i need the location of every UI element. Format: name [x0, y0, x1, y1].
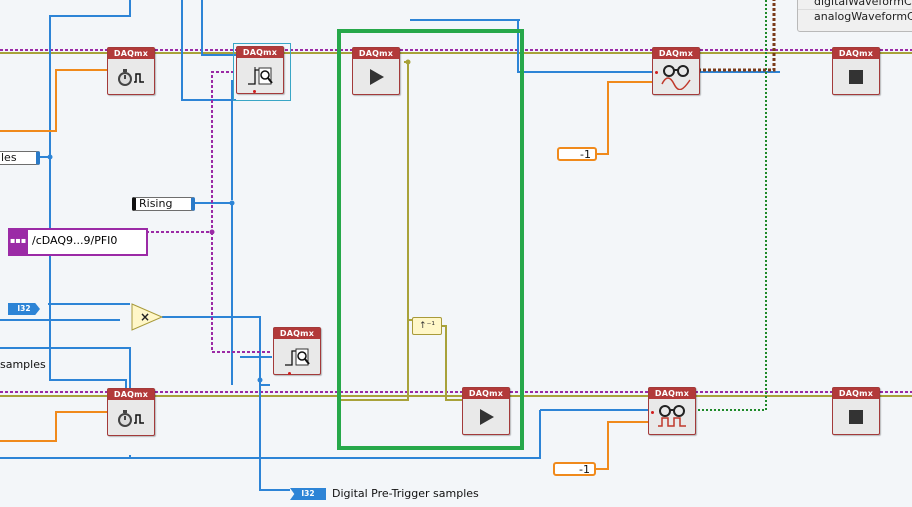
read-digital-icon: [649, 399, 695, 434]
channel-icon: ▪▪▪: [10, 236, 27, 245]
start-task-icon: [353, 59, 399, 94]
trigger-start-icon: [237, 58, 283, 93]
read-digital-vi[interactable]: DAQmx: [648, 387, 696, 435]
timing-clock-icon: [108, 59, 154, 94]
timeout-constant-bottom[interactable]: -1: [553, 462, 596, 476]
samples-enum-constant[interactable]: les: [0, 151, 40, 165]
digital-pretrigger-label: Digital Pre-Trigger samples: [332, 487, 479, 500]
stop-task-icon: [833, 399, 879, 434]
timing-clock-icon: [108, 400, 154, 435]
timeout-constant-top[interactable]: -1: [557, 147, 597, 161]
cluster-item: analogWaveformC: [798, 9, 912, 24]
trigger-start-icon: [274, 339, 320, 375]
stop-task-vi-top[interactable]: DAQmx: [832, 47, 880, 95]
samples-label: samples: [0, 358, 46, 371]
multiply-icon: ×: [131, 303, 164, 331]
stop-task-vi-bottom[interactable]: DAQmx: [832, 387, 880, 435]
selection-rectangle: [337, 29, 524, 450]
cluster-item: digitalWaveformC: [814, 0, 912, 8]
trigger-vi-bottom[interactable]: DAQmx: [273, 327, 321, 375]
svg-text:×: ×: [140, 310, 150, 324]
timing-vi-bottom[interactable]: DAQmx: [107, 388, 155, 436]
i32-constant-left[interactable]: I32: [8, 303, 40, 315]
read-analog-vi[interactable]: DAQmx: [652, 47, 700, 95]
stop-task-icon: [833, 59, 879, 94]
rising-edge-constant[interactable]: Rising: [132, 197, 195, 211]
trigger-vi-top[interactable]: DAQmx: [236, 46, 284, 94]
start-task-vi-bottom[interactable]: DAQmx: [462, 387, 510, 435]
logic-icon[interactable]: ↑⁻¹: [412, 317, 442, 335]
channel-constant[interactable]: /cDAQ9...9/PFI0: [8, 228, 148, 256]
start-task-icon: [463, 399, 509, 434]
i32-indicator[interactable]: I32: [290, 488, 326, 500]
selected-node-outline: [233, 43, 291, 101]
timing-vi-top[interactable]: DAQmx: [107, 47, 155, 95]
start-task-vi-top[interactable]: DAQmx: [352, 47, 400, 95]
waveform-cluster[interactable]: digitalWaveformC analogWaveformC: [797, 0, 912, 32]
read-analog-icon: [653, 59, 699, 94]
